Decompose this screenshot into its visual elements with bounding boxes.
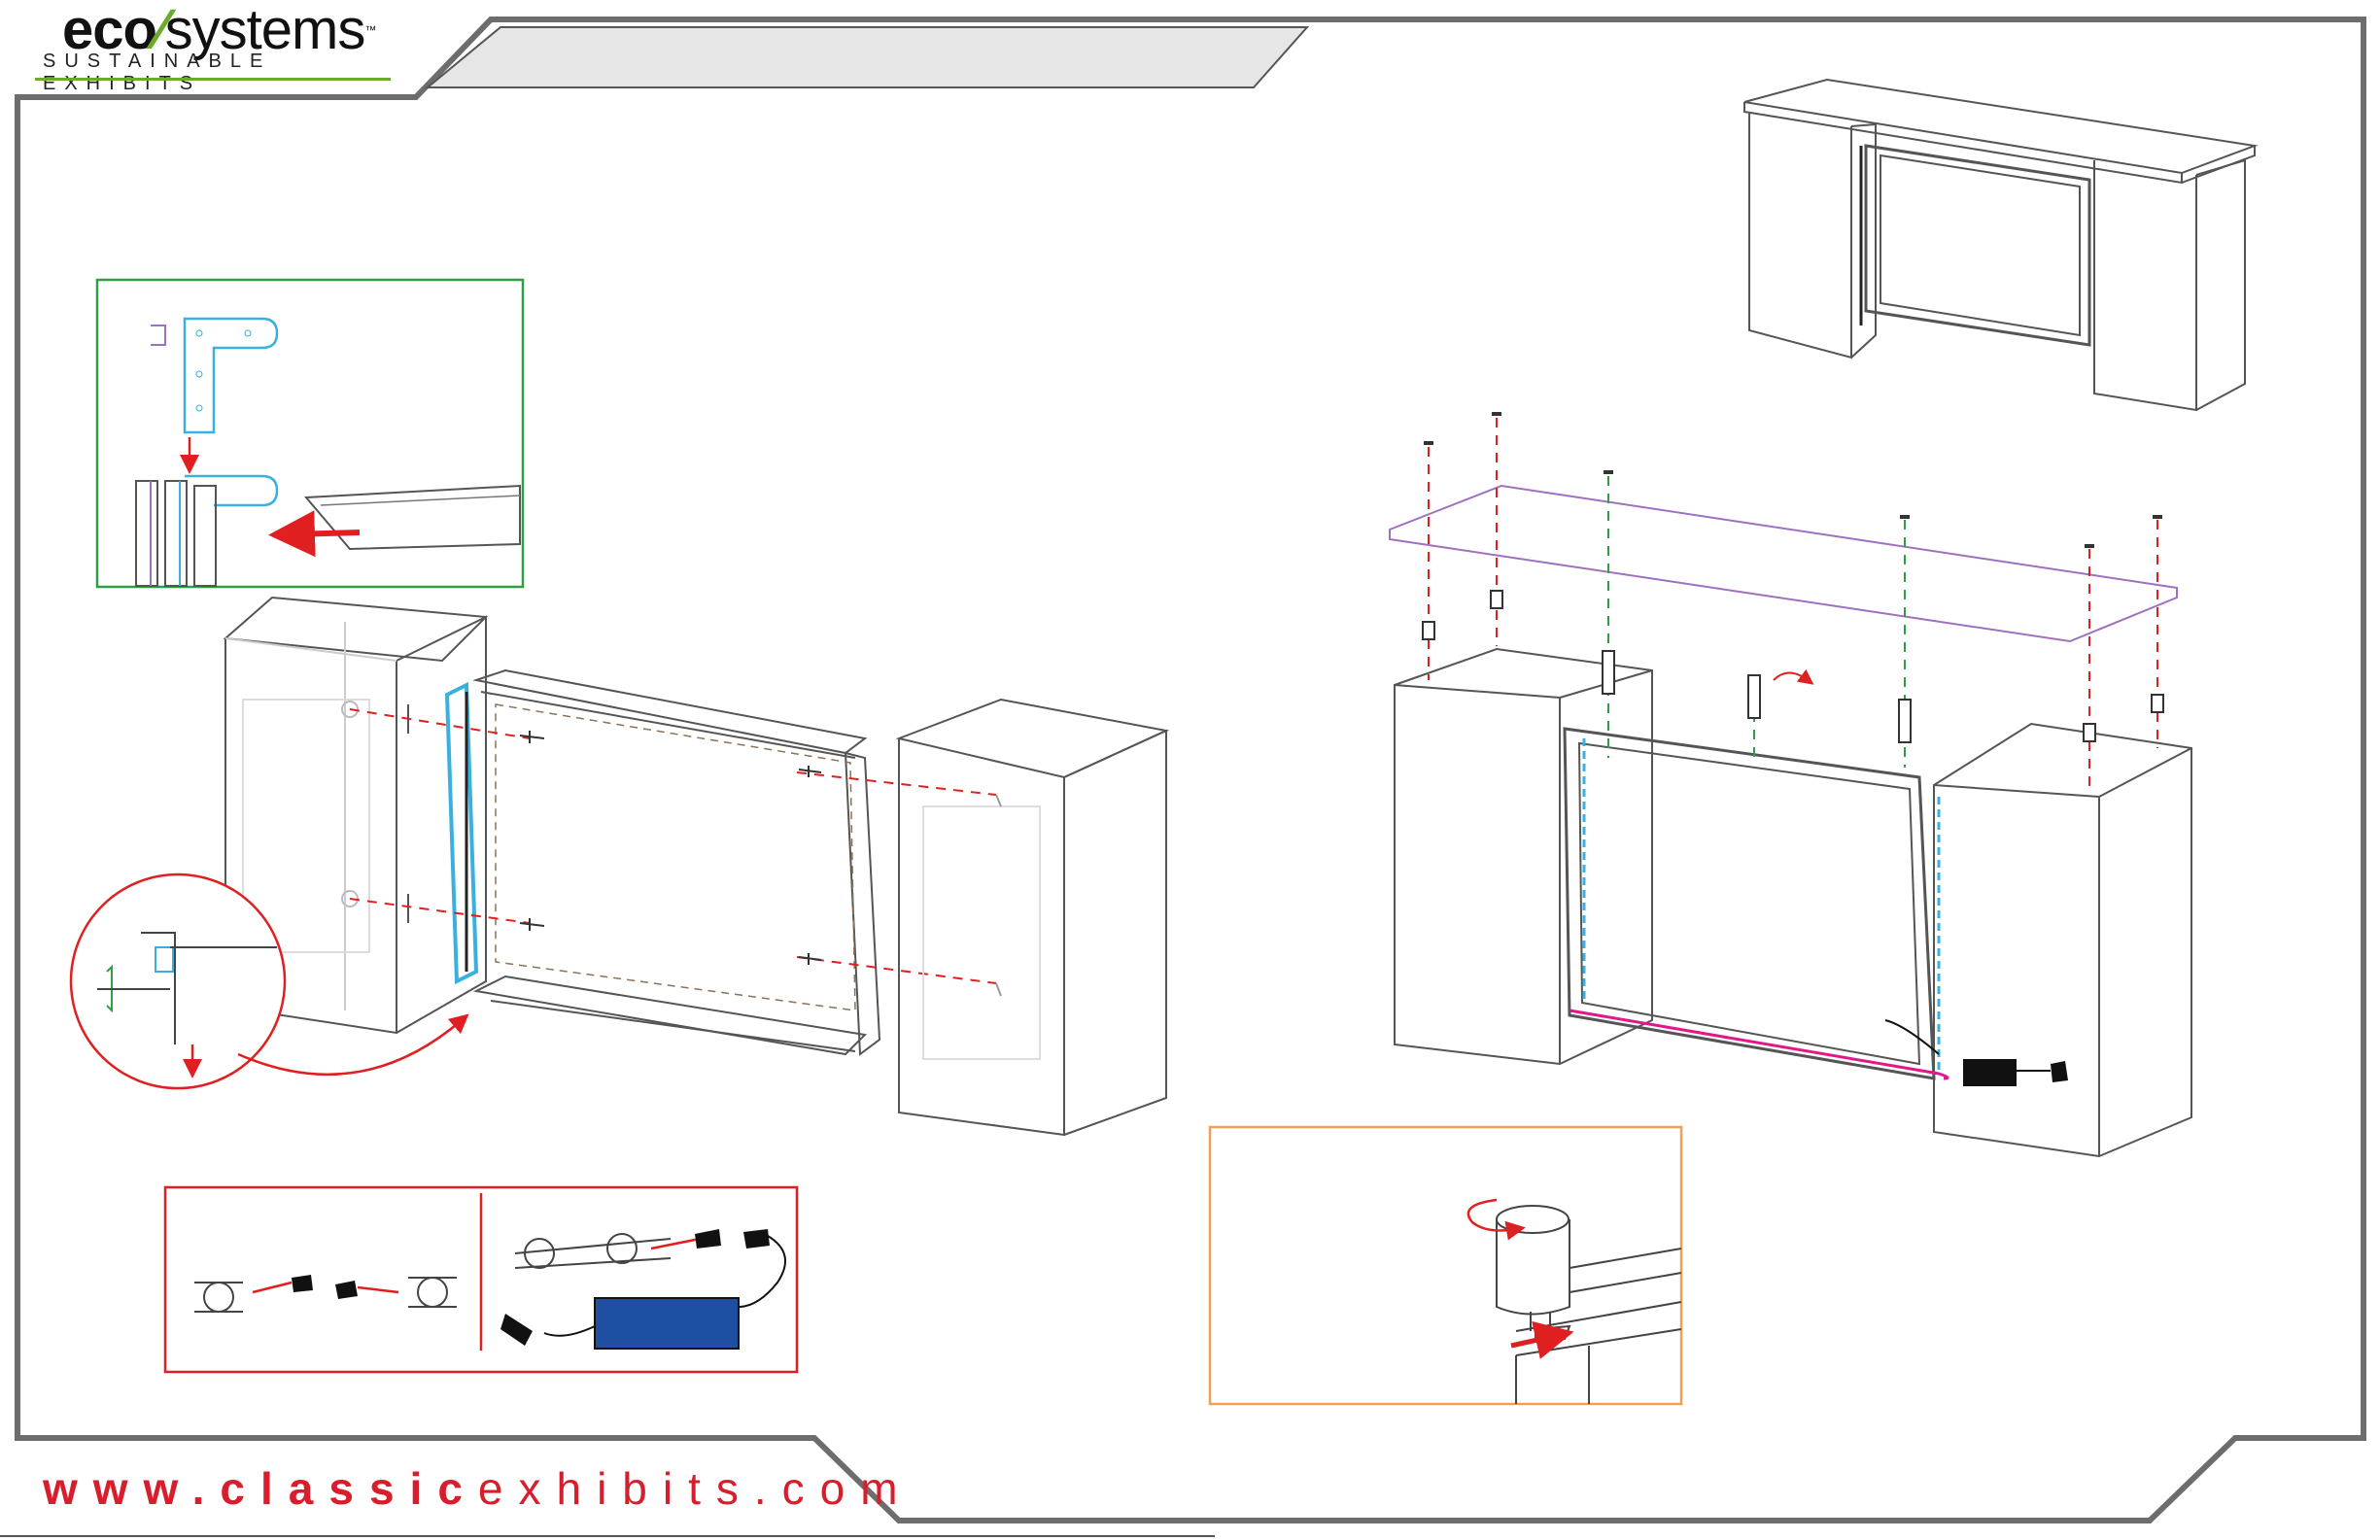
exploded-counter: [1390, 412, 2191, 1156]
logo-tagline: SUSTAINABLE EXHIBITS: [43, 51, 395, 95]
screw-icon: [520, 731, 821, 965]
counter-top: [1390, 486, 2177, 641]
rotate-arrow-icon: [1774, 673, 1808, 681]
brand-logo: eco⁄systems™ SUSTAINABLE EXHIBITS: [35, 2, 395, 84]
power-supply-icon: [595, 1298, 739, 1349]
power-supply-icon: [1963, 1059, 2017, 1086]
post-detail-callout: [1210, 1127, 1681, 1404]
website-url[interactable]: www.classicexhibits.com: [43, 1462, 914, 1515]
plug-icon: [2051, 1061, 2068, 1082]
lower-light-frame: [1565, 729, 1934, 1078]
title-banner: [428, 27, 1307, 87]
lower-right-cabinet: [1934, 724, 2191, 1156]
plug-icon: [500, 1314, 533, 1346]
center-light-frame: [476, 670, 880, 1054]
assembled-counter: [1744, 80, 2255, 410]
right-cabinet: [899, 700, 1166, 1135]
screw-icon: [1424, 412, 2162, 548]
lower-left-cabinet: [1395, 649, 1652, 1064]
bracket-detail-callout: [97, 280, 523, 587]
wiring-detail-callout: [165, 1187, 797, 1372]
logo-rule: [35, 78, 391, 81]
